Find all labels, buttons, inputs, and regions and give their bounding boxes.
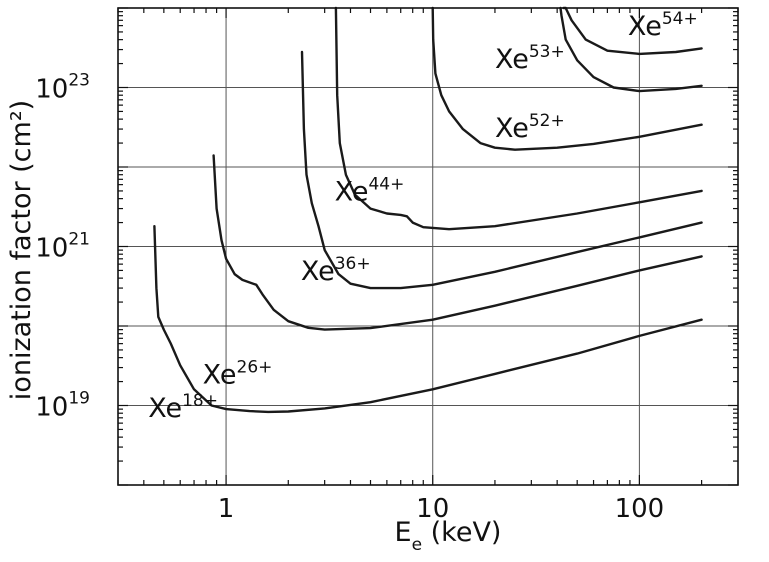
axis-ticks [117,7,739,486]
series-line-xe54plus [562,6,703,56]
series-line-xe53plus [559,6,703,93]
series-curves [153,6,703,414]
series-line-xe26plus [212,154,703,331]
x-axis-label: Ee (keV) [395,517,502,555]
x-tick-label: 1 [218,494,235,524]
y-tick-label: 1021 [35,230,90,264]
series-line-xe18plus [153,225,703,414]
plot-frame [117,7,739,486]
x-tick-label: 10 [416,494,449,524]
series-line-xe36plus [300,50,703,290]
y-tick-label: 1023 [35,71,90,105]
series-label-xe36plus: Xe36+ [301,254,371,287]
series-label-xe52plus: Xe52+ [495,111,565,144]
series-line-xe52plus [431,6,703,151]
series-label-xe53plus: Xe53+ [495,42,565,75]
series-label-xe44plus: Xe44+ [335,174,405,207]
x-tick-labels: 1 10 100 [218,494,664,524]
series-line-xe44plus [334,6,703,231]
series-label-xe54plus: Xe54+ [628,9,698,42]
grid-lines [118,8,738,485]
y-tick-labels: 1019 1021 1023 [35,71,90,423]
series-labels: Xe18+Xe26+ Xe36+ Xe44+ Xe52+ Xe53+ Xe54+ [148,9,698,424]
y-tick-label: 1019 [35,389,90,423]
series-label-xe26plus: Xe26+ [203,357,273,390]
x-tick-label: 100 [615,494,665,524]
series-label-xe18plus: Xe18+ [148,391,218,424]
y-axis-label: ionization factor (cm²) [6,100,37,400]
